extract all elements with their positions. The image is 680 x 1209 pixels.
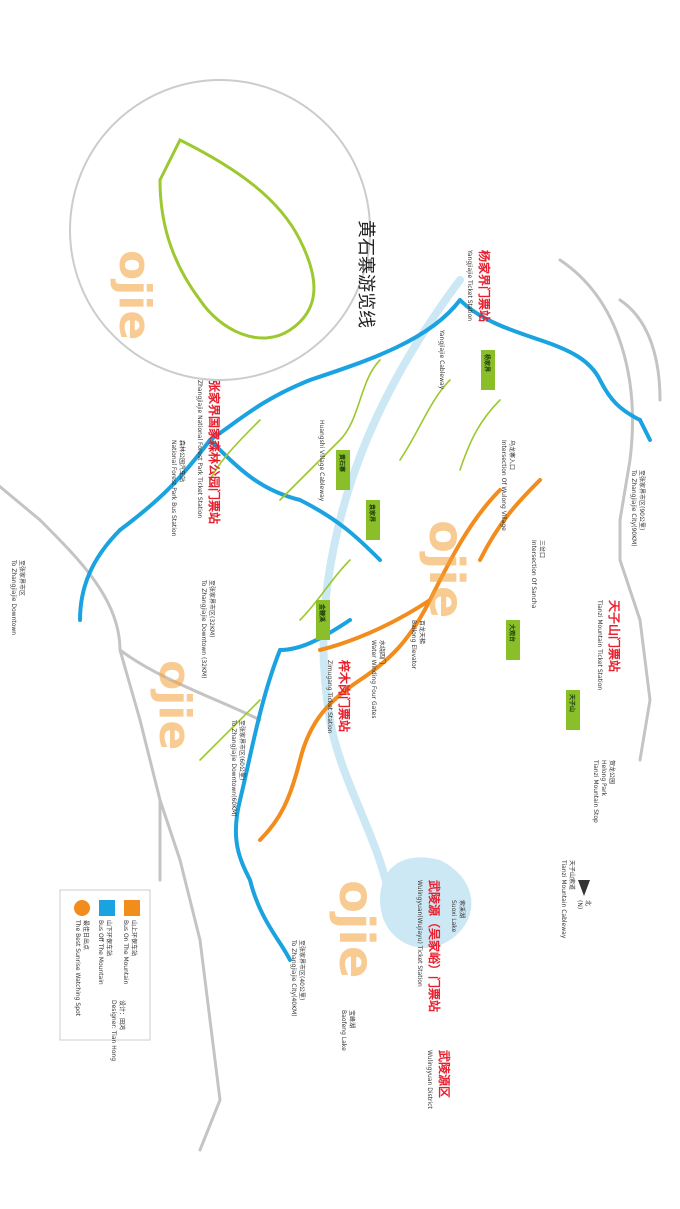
- tianzi-cableway-label: 天子山索道: [568, 860, 576, 890]
- huangshi-cableway-en: Huangshi Village Cableway: [318, 420, 325, 502]
- badge-jinbianxi: 金鞭溪: [316, 600, 330, 640]
- sunrise-icon: [74, 900, 90, 916]
- forest-bus-station-label: 森林公园汽车站: [178, 440, 186, 482]
- suoxi-en: Suoxi Lake: [450, 900, 457, 933]
- inset-huangshi: 黄石寨游览线: [69, 79, 376, 381]
- yangjiajie-station-label: 杨家界门票站: [477, 250, 492, 322]
- tianzi-stop-en: Tianzi Mountain Stop: [592, 759, 599, 823]
- downtown32-label: 至张家界市区(32KM): [208, 580, 216, 637]
- shuiraosimen-en: Water Winding Four Gates: [370, 640, 377, 719]
- shuiraosimen-label: 水绕四门: [378, 640, 386, 664]
- badge-dagutai: 大观台: [506, 620, 520, 660]
- wulingyuan-station-label: 武陵源（吴家峪）门票站: [427, 880, 442, 1012]
- sancha-label: 三岔口: [538, 540, 546, 558]
- tianzi-station-en: Tianzi Mountain Ticket Station: [596, 599, 603, 690]
- suoxi-label: 索溪湖: [458, 900, 466, 918]
- forest-bus-station-en: National Forest Park Bus Station: [170, 440, 177, 537]
- forest-park-station-label: 张家界国家森林公园门票站: [207, 380, 222, 524]
- bus-off-route: [78, 298, 652, 962]
- baofeng-label: 宝峰湖: [348, 1010, 356, 1028]
- road-network: [0, 258, 662, 1152]
- tianzi-cableway-en: Tianzi Mountain Cableway: [560, 859, 567, 939]
- north-arrow: 北 (N): [576, 880, 592, 909]
- city90-label: 至张家界市区(90公里): [638, 470, 646, 530]
- watermark-2: ojie: [418, 520, 474, 618]
- district-en: Wulingyuan District: [426, 1050, 433, 1109]
- zimugang-station-en: Zimugang Ticket Station: [326, 660, 333, 734]
- wulong-label: 乌龙寨入口: [508, 440, 516, 470]
- badge-huangshizhai: 黄石寨: [336, 450, 350, 490]
- legend-bus-on-cn: 山上环保车站: [130, 920, 138, 956]
- svg-text:袁家界: 袁家界: [368, 503, 376, 523]
- watermark-3: ojie: [149, 660, 200, 750]
- badge-yangjiajie: 杨家界: [481, 350, 495, 390]
- city90-en: To Zhangjiajie City(90KM): [630, 469, 637, 547]
- svg-text:金鞭溪: 金鞭溪: [318, 603, 326, 623]
- suoxi-lake: [380, 857, 472, 948]
- forest-park-station-en: Zhangjiajie National Forest Park Ticket …: [196, 380, 203, 518]
- bus-on-route: [258, 478, 542, 842]
- watermark-1: ojie: [109, 250, 160, 340]
- tianzi-station-label: 天子山门票站: [607, 600, 622, 672]
- legend-bus-off-en: Bus Off The Mountain: [97, 920, 104, 985]
- svg-text:大观台: 大观台: [508, 624, 516, 642]
- district-label: 武陵源区: [437, 1050, 452, 1098]
- downtown-en: To Zhangjiajie Downtown: [10, 559, 17, 635]
- wulingyuan-station-en: Wulingyuan(Wujiayu) Ticket Station: [416, 880, 423, 987]
- yangjiajie-station-en: Yangjiajie Ticket Station: [466, 249, 473, 321]
- city60-en: To Zhangjiajie Downtown(60KM): [230, 719, 237, 817]
- bailong-label: 百龙天梯: [418, 620, 426, 644]
- wulong-en: Intersection Of Wulong Village: [500, 440, 507, 531]
- city40-label: 至张家界市区(40公里): [298, 940, 306, 1000]
- legend-sunrise-en: The Best Sunrise Watching Spot: [74, 919, 81, 1017]
- downtown32-en: To Zhangjiajie Downtown (32KM): [200, 579, 207, 678]
- svg-text:杨家界: 杨家界: [483, 354, 491, 373]
- badge-tianzishan: 天子山: [566, 690, 580, 730]
- helong-en: Helong Park: [600, 760, 607, 797]
- yangjiajie-cableway-en: Yangjiajie Cableway: [438, 329, 445, 390]
- north-label: 北: [584, 900, 592, 906]
- legend-bus-off-cn: 山下环保车站: [105, 920, 113, 956]
- legend-sunrise-cn: 最佳日出点: [82, 920, 90, 950]
- downtown-label: 至张家界市区: [18, 560, 26, 596]
- helong-label: 贺龙公园: [608, 760, 616, 784]
- svg-text:天子山: 天子山: [568, 694, 576, 712]
- sancha-en: Intersection Of Sancha: [530, 540, 537, 609]
- legend-bus-on-en: Bus On The Mountain: [122, 920, 129, 985]
- watermark-4: ojie: [328, 880, 384, 978]
- city40-en: To Zhangjiajie City(40KM): [290, 939, 297, 1017]
- zimugang-station-label: 梓木岗门票站: [337, 660, 352, 732]
- city60-label: 至张家界市区(60公里): [238, 720, 246, 780]
- inset-title: 黄石寨游览线: [355, 220, 376, 328]
- legend: 山上环保车站 Bus On The Mountain 山下环保车站 Bus Of…: [59, 889, 151, 1061]
- trails: [199, 359, 501, 761]
- bailong-en: Bailong Elevator: [410, 620, 417, 670]
- designer-en: Designer: Tian Hong: [110, 1000, 117, 1061]
- badge-yuanjiajie: 袁家界: [366, 500, 380, 540]
- baofeng-en: Baofeng Lake: [340, 1010, 347, 1051]
- designer-cn: 设计：田鸿: [118, 1000, 126, 1030]
- north-label-en: (N): [576, 900, 583, 909]
- bus-off-icon: [99, 900, 115, 916]
- svg-text:黄石寨: 黄石寨: [338, 454, 346, 472]
- bus-on-icon: [124, 900, 140, 916]
